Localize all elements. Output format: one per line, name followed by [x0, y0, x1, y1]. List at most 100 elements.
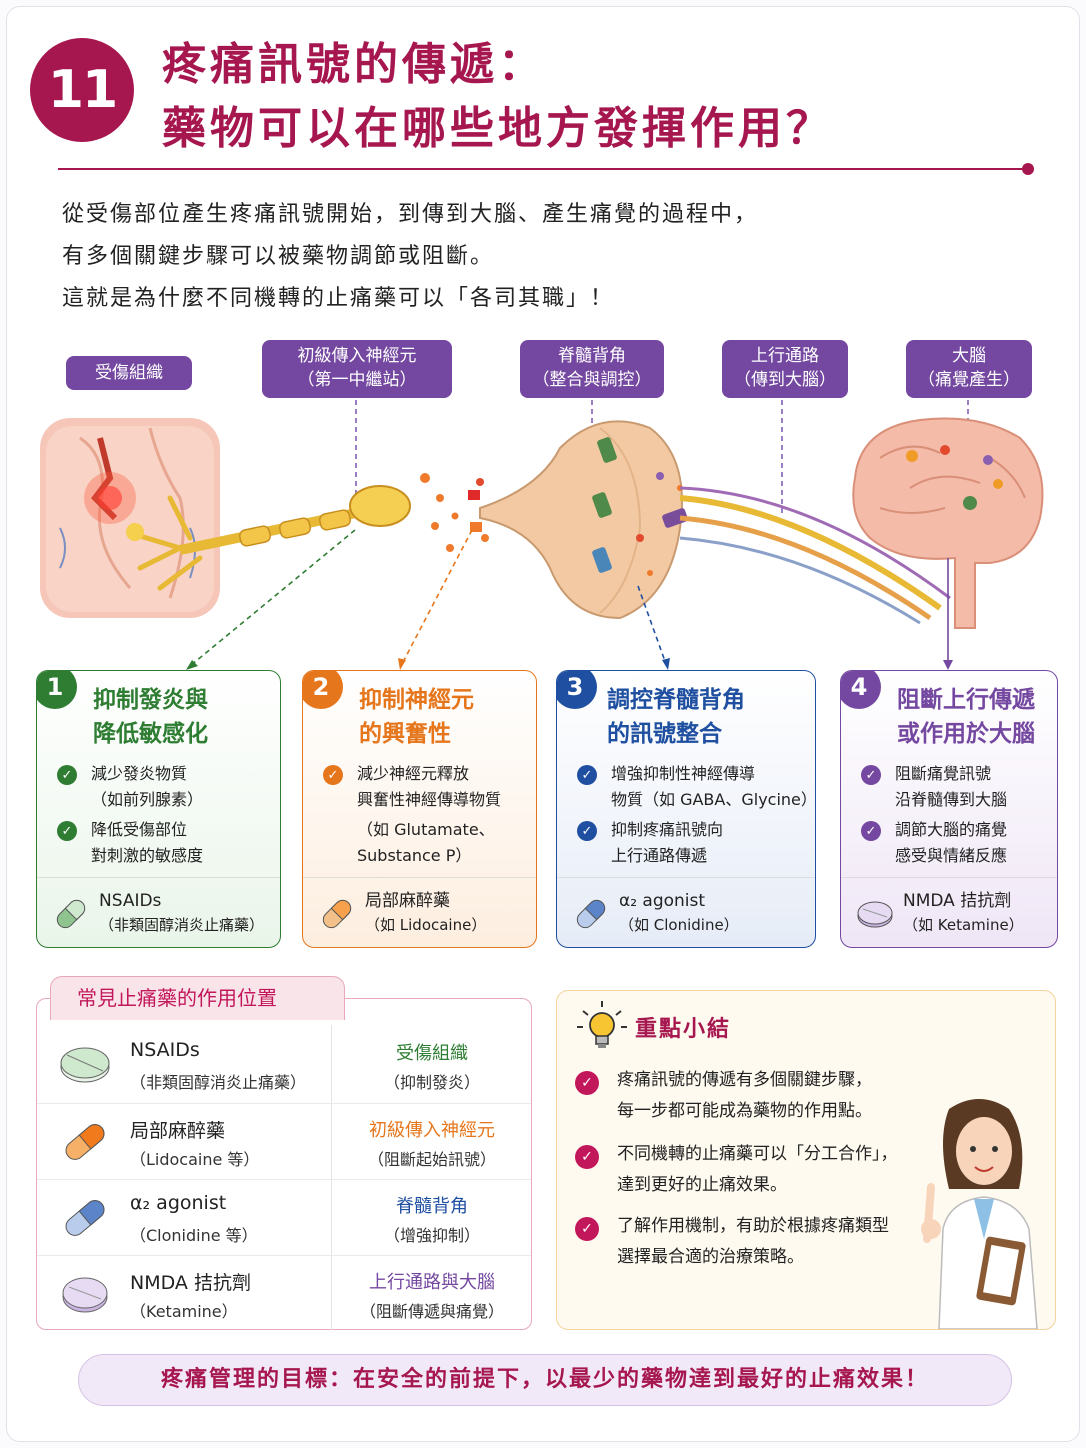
check-icon: ✓ [57, 821, 77, 841]
card-bullet-item: ✓阻斷痛覺訊號沿脊髓傳到大腦 [861, 761, 1051, 813]
tag-dorsal-horn: 脊髓背角（整合與調控） [520, 340, 664, 398]
card-bullet-item: ✓抑制疼痛訊號向上行通路傳遞 [577, 817, 809, 869]
intro-line-2: 有多個關鍵步驟可以被藥物調節或阻斷。 [62, 244, 495, 269]
table-site-name: 受傷組織 [396, 1043, 468, 1064]
card-number-badge: 3 [557, 671, 597, 709]
pill-icon [576, 899, 606, 929]
table-row: NSAIDs （非類固醇消炎止痛藥） 受傷組織 （抑制發炎） [37, 1027, 531, 1102]
title-divider-dot [1022, 163, 1034, 175]
table-site-name: 上行通路與大腦 [369, 1272, 495, 1293]
tag-primary-afferent: 初級傳入神經元（第一中繼站） [262, 340, 452, 398]
card-drug-section: NSAIDs （非類固醇消炎止痛藥） [37, 877, 280, 947]
card-bullet-item: ✓降低受傷部位對刺激的敏感度 [57, 817, 274, 869]
table-site-name: 脊髓背角 [396, 1196, 468, 1217]
neurotransmitter-particles [420, 473, 489, 552]
card-title: 調控脊髓背角的訊號整合 [607, 687, 745, 747]
brain-graphic [852, 417, 1044, 629]
mechanism-card-4: 4 阻斷上行傳遞或作用於大腦 ✓阻斷痛覺訊號沿脊髓傳到大腦✓調節大腦的痛覺感受與情緒… [840, 670, 1058, 948]
table-drug-name: α₂ agonist [130, 1192, 227, 1214]
card-title: 抑制神經元的興奮性 [359, 687, 474, 747]
card-number-badge: 4 [841, 671, 881, 709]
card-drug-example: （非類固醇消炎止痛藥） [99, 916, 265, 934]
summary-item: ✓疼痛訊號的傳遞有多個關鍵步驟，每一步都可能成為藥物的作用點。 [575, 1065, 872, 1127]
pill-icon [857, 901, 893, 928]
card-bullet-item: ✓（如 Glutamate、Substance P） [357, 820, 495, 865]
pill-icon [322, 899, 352, 929]
mechanism-card-3: 3 調控脊髓背角的訊號整合 ✓增強抑制性神經傳導物質（如 GABA、Glycine）… [556, 670, 816, 948]
table-row: 局部麻醉藥 （Lidocaine 等） 初級傳入神經元 （阻斷起始訊號） [37, 1103, 531, 1178]
lightbulb-icon [577, 1001, 627, 1048]
card-bullet-item: ✓調節大腦的痛覺感受與情緒反應 [861, 817, 1051, 869]
table-site-sub: （阻斷傳遞與痛覺） [359, 1302, 504, 1321]
table-row: α₂ agonist （Clonidine 等） 脊髓背角 （增強抑制） [37, 1179, 531, 1254]
drug-location-table: NSAIDs （非類固醇消炎止痛藥） 受傷組織 （抑制發炎） 局部麻醉藥 （Lidocai… [36, 998, 532, 1330]
pain-management-goal: 疼痛管理的目標：在安全的前提下，以最少的藥物達到最好的止痛效果！ [78, 1354, 1012, 1406]
pill-icon [56, 899, 86, 929]
tag-brain: 大腦（痛覺產生） [906, 340, 1032, 398]
check-icon: ✓ [861, 765, 881, 785]
card-number-badge: 2 [303, 671, 343, 709]
card-number-badge: 1 [37, 671, 77, 709]
card-title: 抑制發炎與降低敏感化 [93, 687, 208, 747]
table-drug-name: NSAIDs [130, 1039, 200, 1061]
section-number-badge: 11 [30, 38, 134, 142]
primary-afferent-neuron-graphic [126, 485, 411, 591]
summary-item: ✓不同機轉的止痛藥可以「分工合作」，達到更好的止痛效果。 [575, 1139, 898, 1201]
table-drug-sub: （Clonidine 等） [130, 1226, 258, 1245]
card-bullet-item: ✓增強抑制性神經傳導物質（如 GABA、Glycine） [577, 761, 815, 813]
table-site-sub: （增強抑制） [383, 1226, 480, 1245]
table-row: NMDA 拮抗劑 （Ketamine） 上行通路與大腦 （阻斷傳遞與痛覺） [37, 1255, 531, 1330]
check-icon: ✓ [575, 1145, 599, 1169]
card-drug-section: NMDA 拮抗劑 （如 Ketamine） [841, 877, 1057, 947]
check-icon: ✓ [57, 765, 77, 785]
table-site-sub: （抑制發炎） [383, 1073, 480, 1092]
check-icon: ✓ [323, 765, 343, 785]
table-site-sub: （阻斷起始訊號） [367, 1150, 496, 1169]
injured-tissue-graphic [40, 418, 220, 618]
card-drug-example: （如 Clonidine） [619, 916, 739, 934]
pill-icon [65, 1200, 105, 1236]
table-drug-sub: （Ketamine） [130, 1302, 238, 1321]
check-icon: ✓ [575, 1071, 599, 1095]
pill-icon [60, 1047, 110, 1083]
tag-injured-tissue: 受傷組織 [66, 356, 192, 390]
doctor-illustration [921, 1099, 1038, 1329]
check-icon: ✓ [577, 821, 597, 841]
card-drug-name: α₂ agonist [619, 891, 706, 911]
table-site-name: 初級傳入神經元 [369, 1120, 495, 1141]
intro-line-3: 這就是為什麼不同機轉的止痛藥可以「各司其職」！ [62, 286, 615, 311]
pain-pathway-illustration [40, 400, 1044, 670]
card-drug-example: （如 Lidocaine） [365, 916, 487, 934]
check-icon: ✓ [575, 1217, 599, 1241]
table-drug-sub: （非類固醇消炎止痛藥） [130, 1073, 307, 1092]
card-drug-name: 局部麻醉藥 [365, 891, 450, 911]
pill-icon [65, 1124, 105, 1160]
key-summary-panel: 重點小結 ✓疼痛訊號的傳遞有多個關鍵步驟，每一步都可能成為藥物的作用點。 ✓不同機… [556, 990, 1056, 1330]
card-bullet-item: ✓減少發炎物質（如前列腺素） [57, 761, 274, 813]
intro-line-1: 從受傷部位產生疼痛訊號開始，到傳到大腦、產生痛覺的過程中， [62, 202, 759, 227]
card-title: 阻斷上行傳遞或作用於大腦 [897, 687, 1035, 747]
pill-icon [62, 1277, 108, 1313]
card-drug-example: （如 Ketamine） [903, 916, 1024, 934]
spinal-cord-graphic [479, 420, 688, 620]
check-icon: ✓ [861, 821, 881, 841]
page-title-line1: 疼痛訊號的傳遞： [162, 39, 546, 90]
mechanism-card-1: 1 抑制發炎與降低敏感化 ✓減少發炎物質（如前列腺素）✓降低受傷部位對刺激的敏感度 N… [36, 670, 281, 948]
title-divider [58, 168, 1026, 170]
tag-ascending-pathway: 上行通路（傳到大腦） [722, 340, 848, 398]
card-drug-name: NSAIDs [99, 891, 162, 911]
table-drug-name: NMDA 拮抗劑 [130, 1272, 251, 1294]
table-drug-name: 局部麻醉藥 [130, 1120, 226, 1142]
drug-location-table-title: 常見止痛藥的作用位置 [50, 976, 345, 1020]
page-title-line2: 藥物可以在哪些地方發揮作用？ [162, 103, 834, 154]
card-bullet-item: ✓減少神經元釋放興奮性神經傳導物質 [323, 761, 530, 813]
card-drug-section: 局部麻醉藥 （如 Lidocaine） [303, 877, 536, 947]
table-drug-sub: （Lidocaine 等） [130, 1150, 260, 1169]
summary-item: ✓了解作用機制，有助於根據疼痛類型選擇最合適的治療策略。 [575, 1211, 889, 1273]
card-drug-name: NMDA 拮抗劑 [903, 891, 1012, 911]
check-icon: ✓ [577, 765, 597, 785]
card-drug-section: α₂ agonist （如 Clonidine） [557, 877, 815, 947]
table-column-divider [331, 1025, 332, 1330]
summary-title: 重點小結 [635, 1017, 732, 1042]
